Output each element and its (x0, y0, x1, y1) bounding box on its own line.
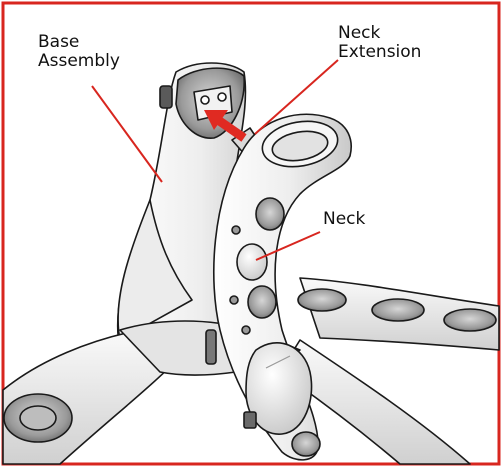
neck-dot-2 (230, 296, 238, 304)
neck-knob (292, 432, 320, 456)
label-neck: Neck (323, 210, 365, 229)
label-ext-line2: Extension (338, 43, 421, 62)
neck-clip (244, 412, 256, 428)
neck-hole-3 (248, 286, 276, 318)
label-base-line2: Assembly (38, 52, 120, 71)
mount-latch (160, 86, 172, 108)
label-base-assembly: Base Assembly (38, 33, 120, 71)
label-base-line1: Base (38, 33, 120, 52)
neck-switch (206, 330, 216, 364)
right-leg-pad-3 (444, 309, 496, 331)
left-leg-pad-inner (20, 406, 56, 430)
right-leg-pad-2 (372, 299, 424, 321)
label-neck-text: Neck (323, 209, 365, 229)
neck-hole-2 (237, 244, 267, 280)
right-leg-pad-1 (298, 289, 346, 311)
neck-hole-1 (256, 198, 284, 230)
mount-screw-1 (201, 96, 209, 104)
label-neck-extension: Neck Extension (338, 24, 421, 62)
neck-dot-3 (242, 326, 250, 334)
mount-screw-2 (218, 93, 226, 101)
neck-dot-1 (232, 226, 240, 234)
label-ext-line1: Neck (338, 24, 421, 43)
